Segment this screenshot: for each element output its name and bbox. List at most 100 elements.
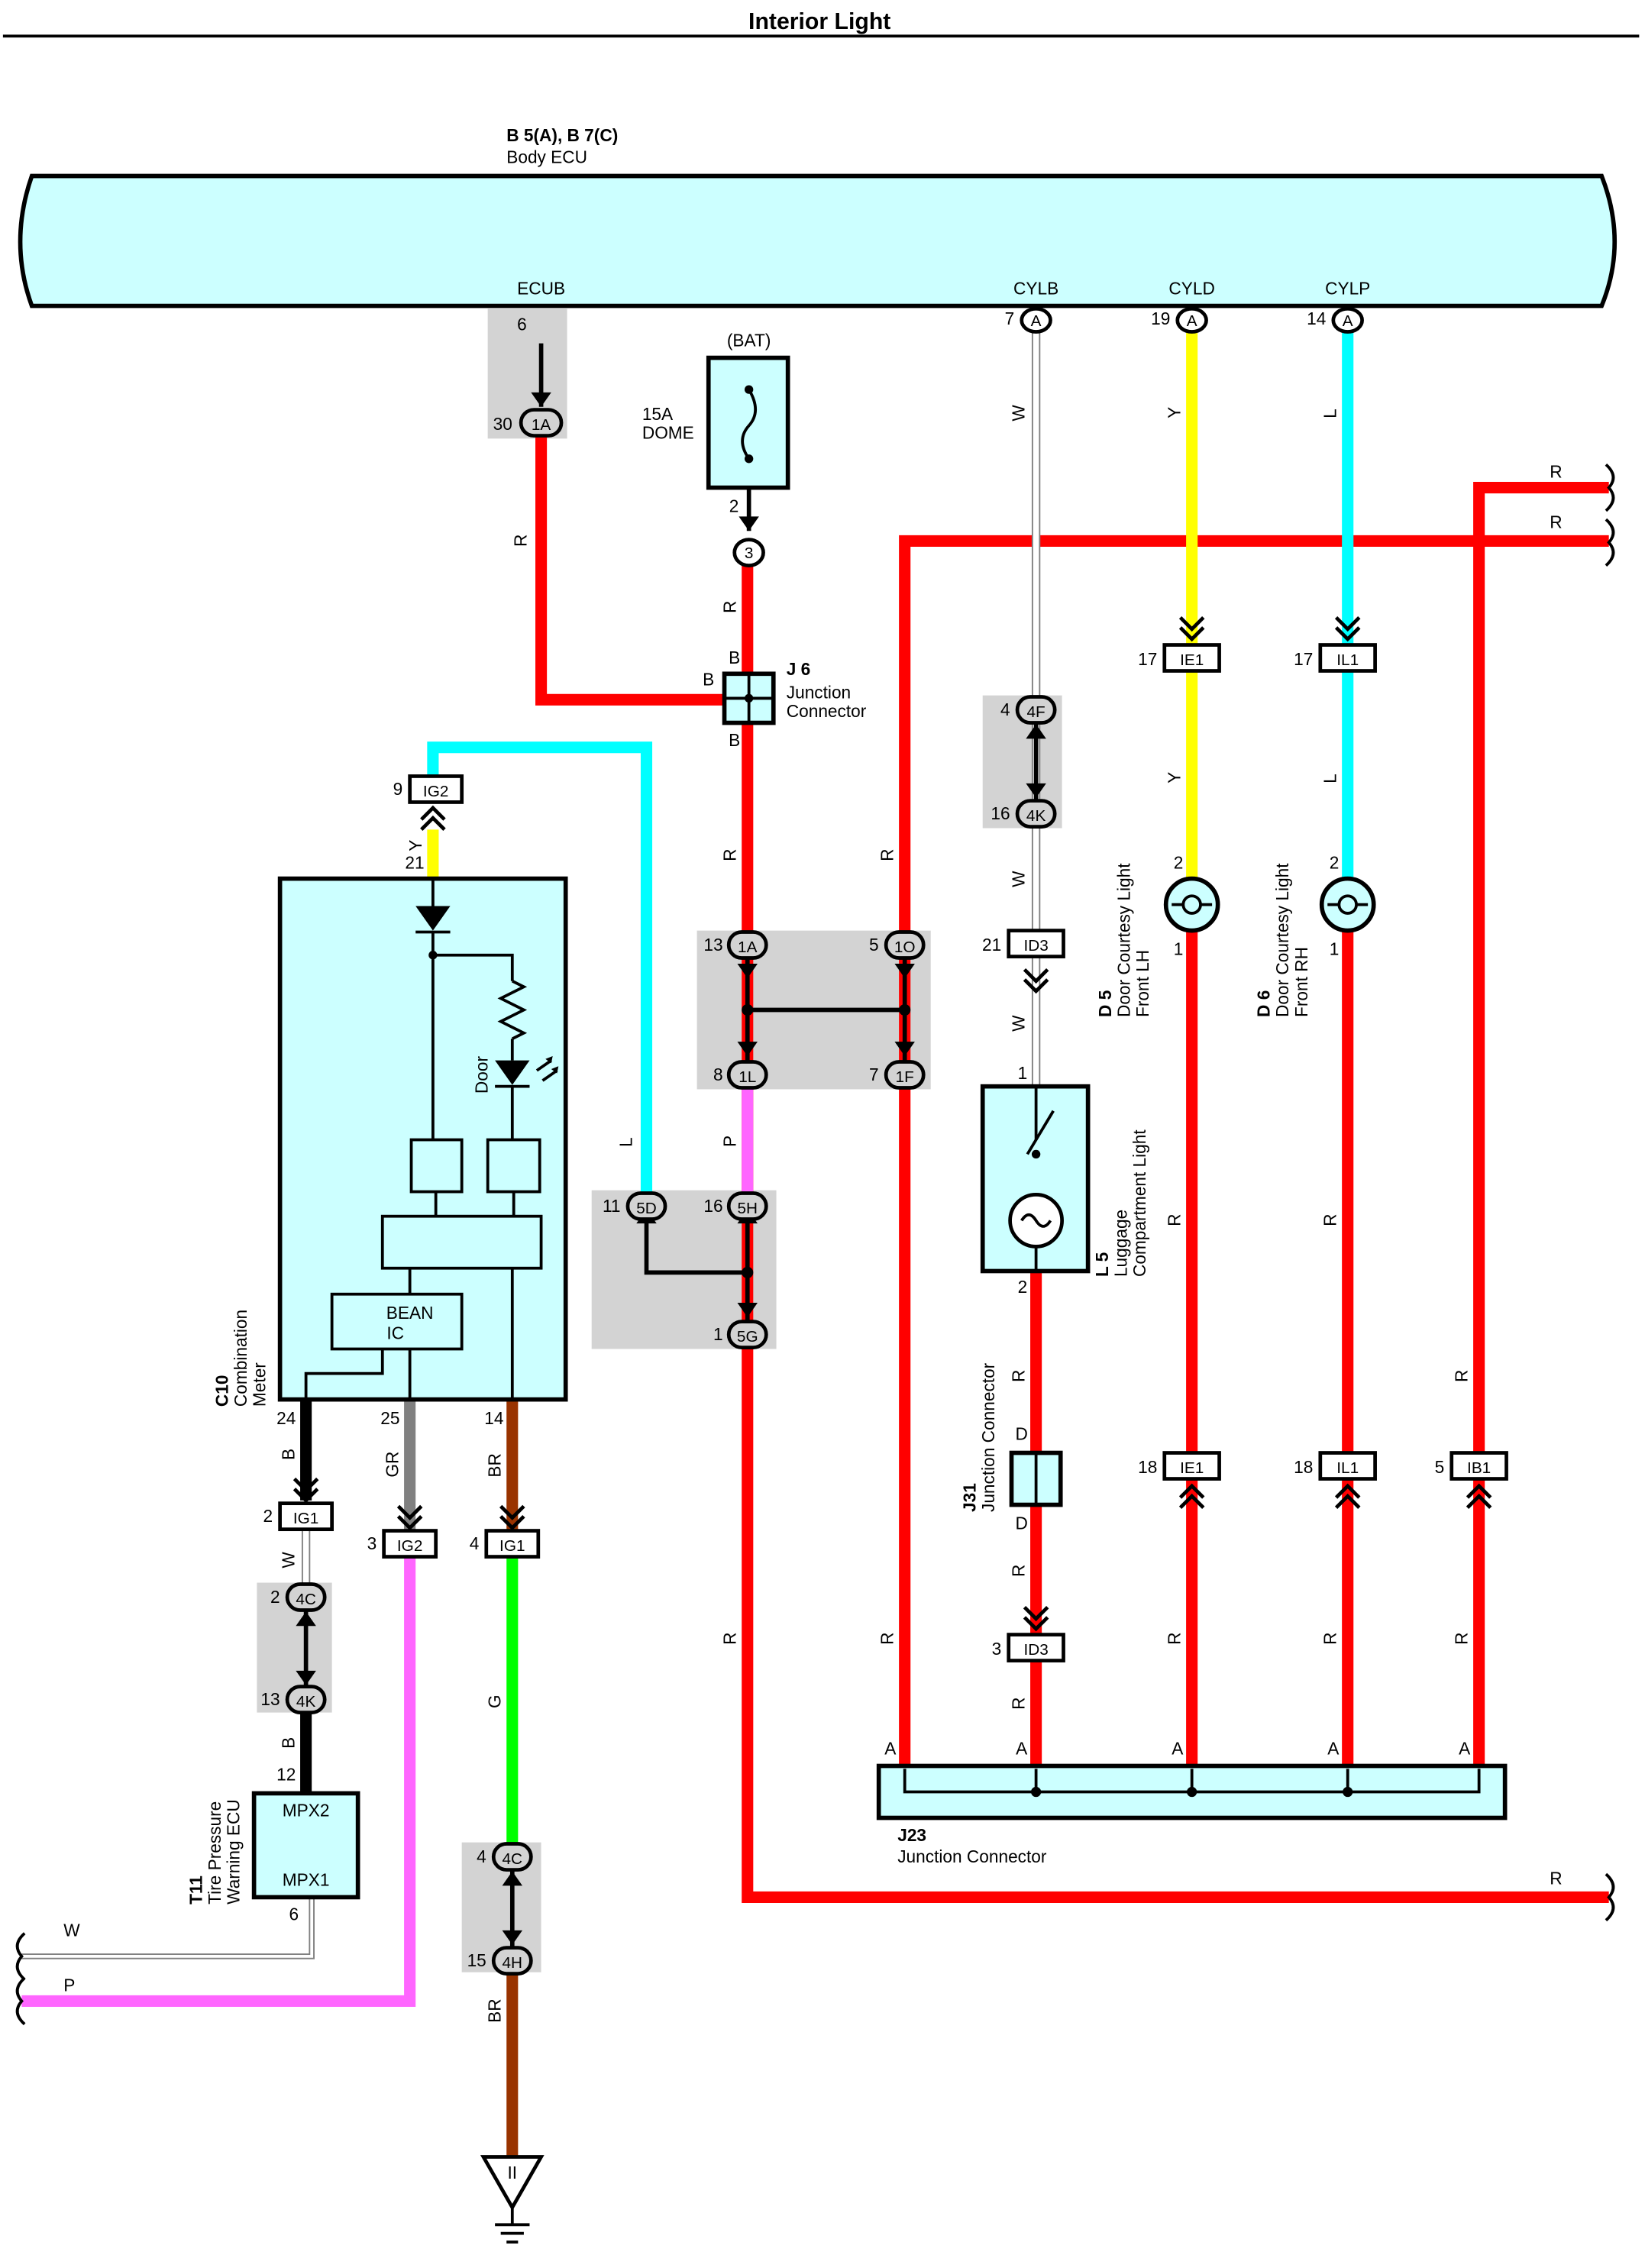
l5-code: L 5 [1092,1252,1112,1277]
svg-text:1F: 1F [896,1068,914,1086]
svg-text:BR: BR [485,1998,505,2022]
svg-text:6: 6 [517,315,527,334]
svg-text:D: D [1016,1514,1028,1533]
svg-text:Junction Connector: Junction Connector [978,1362,998,1512]
d6-code: D 6 [1254,990,1274,1017]
svg-text:A: A [1016,1738,1028,1758]
svg-text:W: W [1009,871,1029,887]
svg-text:Y: Y [1165,407,1184,418]
connector-id3-bottom: ID3 3 [992,1606,1065,1662]
svg-text:3: 3 [992,1639,1002,1659]
svg-text:ID3: ID3 [1023,1641,1048,1659]
d5-code: D 5 [1095,990,1115,1017]
body-ecu-code: B 5(A), B 7(C) [506,125,618,145]
svg-text:L: L [616,1137,636,1147]
svg-text:R: R [720,601,740,613]
svg-text:R: R [1165,1214,1184,1226]
svg-text:Front LH: Front LH [1133,950,1152,1017]
svg-text:4H: 4H [503,1954,523,1972]
connector-4f-4k: 4F 4K 4 16 [991,695,1057,829]
j6-junction-connector: B B B J 6 Junction Connector [703,648,867,750]
svg-text:R: R [1009,1370,1029,1382]
svg-text:1: 1 [1330,939,1340,959]
wire-break-symbols [15,463,1615,2026]
svg-text:1: 1 [1018,1063,1028,1083]
svg-text:2: 2 [270,1587,280,1607]
svg-text:2: 2 [1174,852,1184,872]
svg-text:Door Courtesy Light: Door Courtesy Light [1272,863,1292,1017]
svg-text:A: A [884,1738,897,1758]
svg-text:4K: 4K [1026,807,1046,825]
c10-combination-meter: Door BEAN IC C10 Combination Meter 24 25… [212,876,568,1428]
svg-text:A: A [1187,312,1197,330]
svg-text:1A: 1A [532,416,551,434]
ecu-pin-labels: 6 7 19 14 [517,309,1326,334]
svg-text:4C: 4C [503,1850,523,1868]
connector-cyld-a: A [1175,306,1208,334]
svg-text:1: 1 [1174,939,1184,959]
l5-luggage-light: 1 2 L 5 Luggage Compartment Light [980,1063,1149,1297]
svg-text:R: R [877,1632,897,1644]
rotated-wire-color-labels: R R R R P L Y W W W Y Y L L R R R R R R … [279,405,1472,2023]
svg-text:R: R [1320,1632,1340,1644]
svg-text:B: B [703,669,714,689]
svg-text:3: 3 [367,1533,377,1553]
page-title: Interior Light [748,9,890,34]
svg-text:A: A [1327,1738,1340,1758]
svg-text:21: 21 [982,935,1001,955]
wire-top-red [899,535,1609,1769]
svg-text:Tire Pressure: Tire Pressure [205,1801,225,1905]
svg-text:BEAN: BEAN [386,1303,434,1323]
j23-code: J23 [897,1825,926,1845]
svg-text:Warning ECU: Warning ECU [224,1799,244,1905]
connector-cylp-a: A [1331,306,1364,334]
svg-text:IG2: IG2 [423,783,448,800]
svg-text:2: 2 [729,496,739,516]
wire-ecub-red [535,432,736,706]
svg-text:B: B [279,1449,299,1460]
svg-text:4K: 4K [296,1693,316,1711]
svg-text:24: 24 [276,1408,296,1428]
svg-text:25: 25 [380,1408,399,1428]
svg-text:8: 8 [713,1065,723,1084]
svg-text:Luggage: Luggage [1111,1210,1131,1277]
svg-text:5: 5 [1435,1457,1445,1477]
svg-text:5: 5 [869,935,879,955]
svg-text:W: W [1009,1015,1029,1032]
wire-p-left [21,1555,416,2008]
svg-text:A: A [1031,312,1042,330]
svg-text:A: A [1343,312,1353,330]
svg-text:Combination: Combination [231,1310,250,1407]
j31-code: J31 [959,1483,979,1512]
svg-text:6: 6 [289,1905,299,1924]
svg-text:Door Courtesy Light: Door Courtesy Light [1113,863,1133,1017]
d6-door-courtesy-light-rh: 2 1 D 6 Door Courtesy Light Front RH [1254,852,1376,1017]
terminal-ecub: ECUB [517,278,565,298]
svg-text:L: L [1320,409,1340,418]
j6-code: J 6 [787,659,811,679]
svg-text:Y: Y [406,840,425,851]
svg-text:4C: 4C [296,1591,316,1608]
body-ecu: B 5(A), B 7(C) Body ECU ECUB CYLB CYLD C… [18,125,1618,309]
junction-block-5: 5D 5H 5G 11 16 1 [603,1191,768,1349]
svg-text:5D: 5D [636,1200,657,1217]
svg-text:R: R [720,849,740,861]
svg-text:Y: Y [1165,772,1184,783]
svg-text:A: A [1172,1738,1184,1758]
svg-text:R: R [1009,1697,1029,1709]
svg-text:11: 11 [603,1196,621,1216]
svg-text:Connector: Connector [787,701,867,721]
svg-text:19: 19 [1151,309,1170,328]
connector-id3-top: ID3 21 [982,929,1065,994]
svg-text:B: B [729,730,740,750]
svg-text:R: R [1452,1370,1472,1382]
svg-text:2: 2 [263,1506,273,1526]
terminal-cylb: CYLB [1013,278,1058,298]
svg-text:14: 14 [1307,309,1326,328]
fuse-rating: 15A [642,404,674,424]
svg-text:IE1: IE1 [1180,1459,1204,1477]
svg-text:15: 15 [467,1950,486,1970]
terminal-cyld: CYLD [1168,278,1214,298]
svg-text:IL1: IL1 [1336,1459,1359,1477]
